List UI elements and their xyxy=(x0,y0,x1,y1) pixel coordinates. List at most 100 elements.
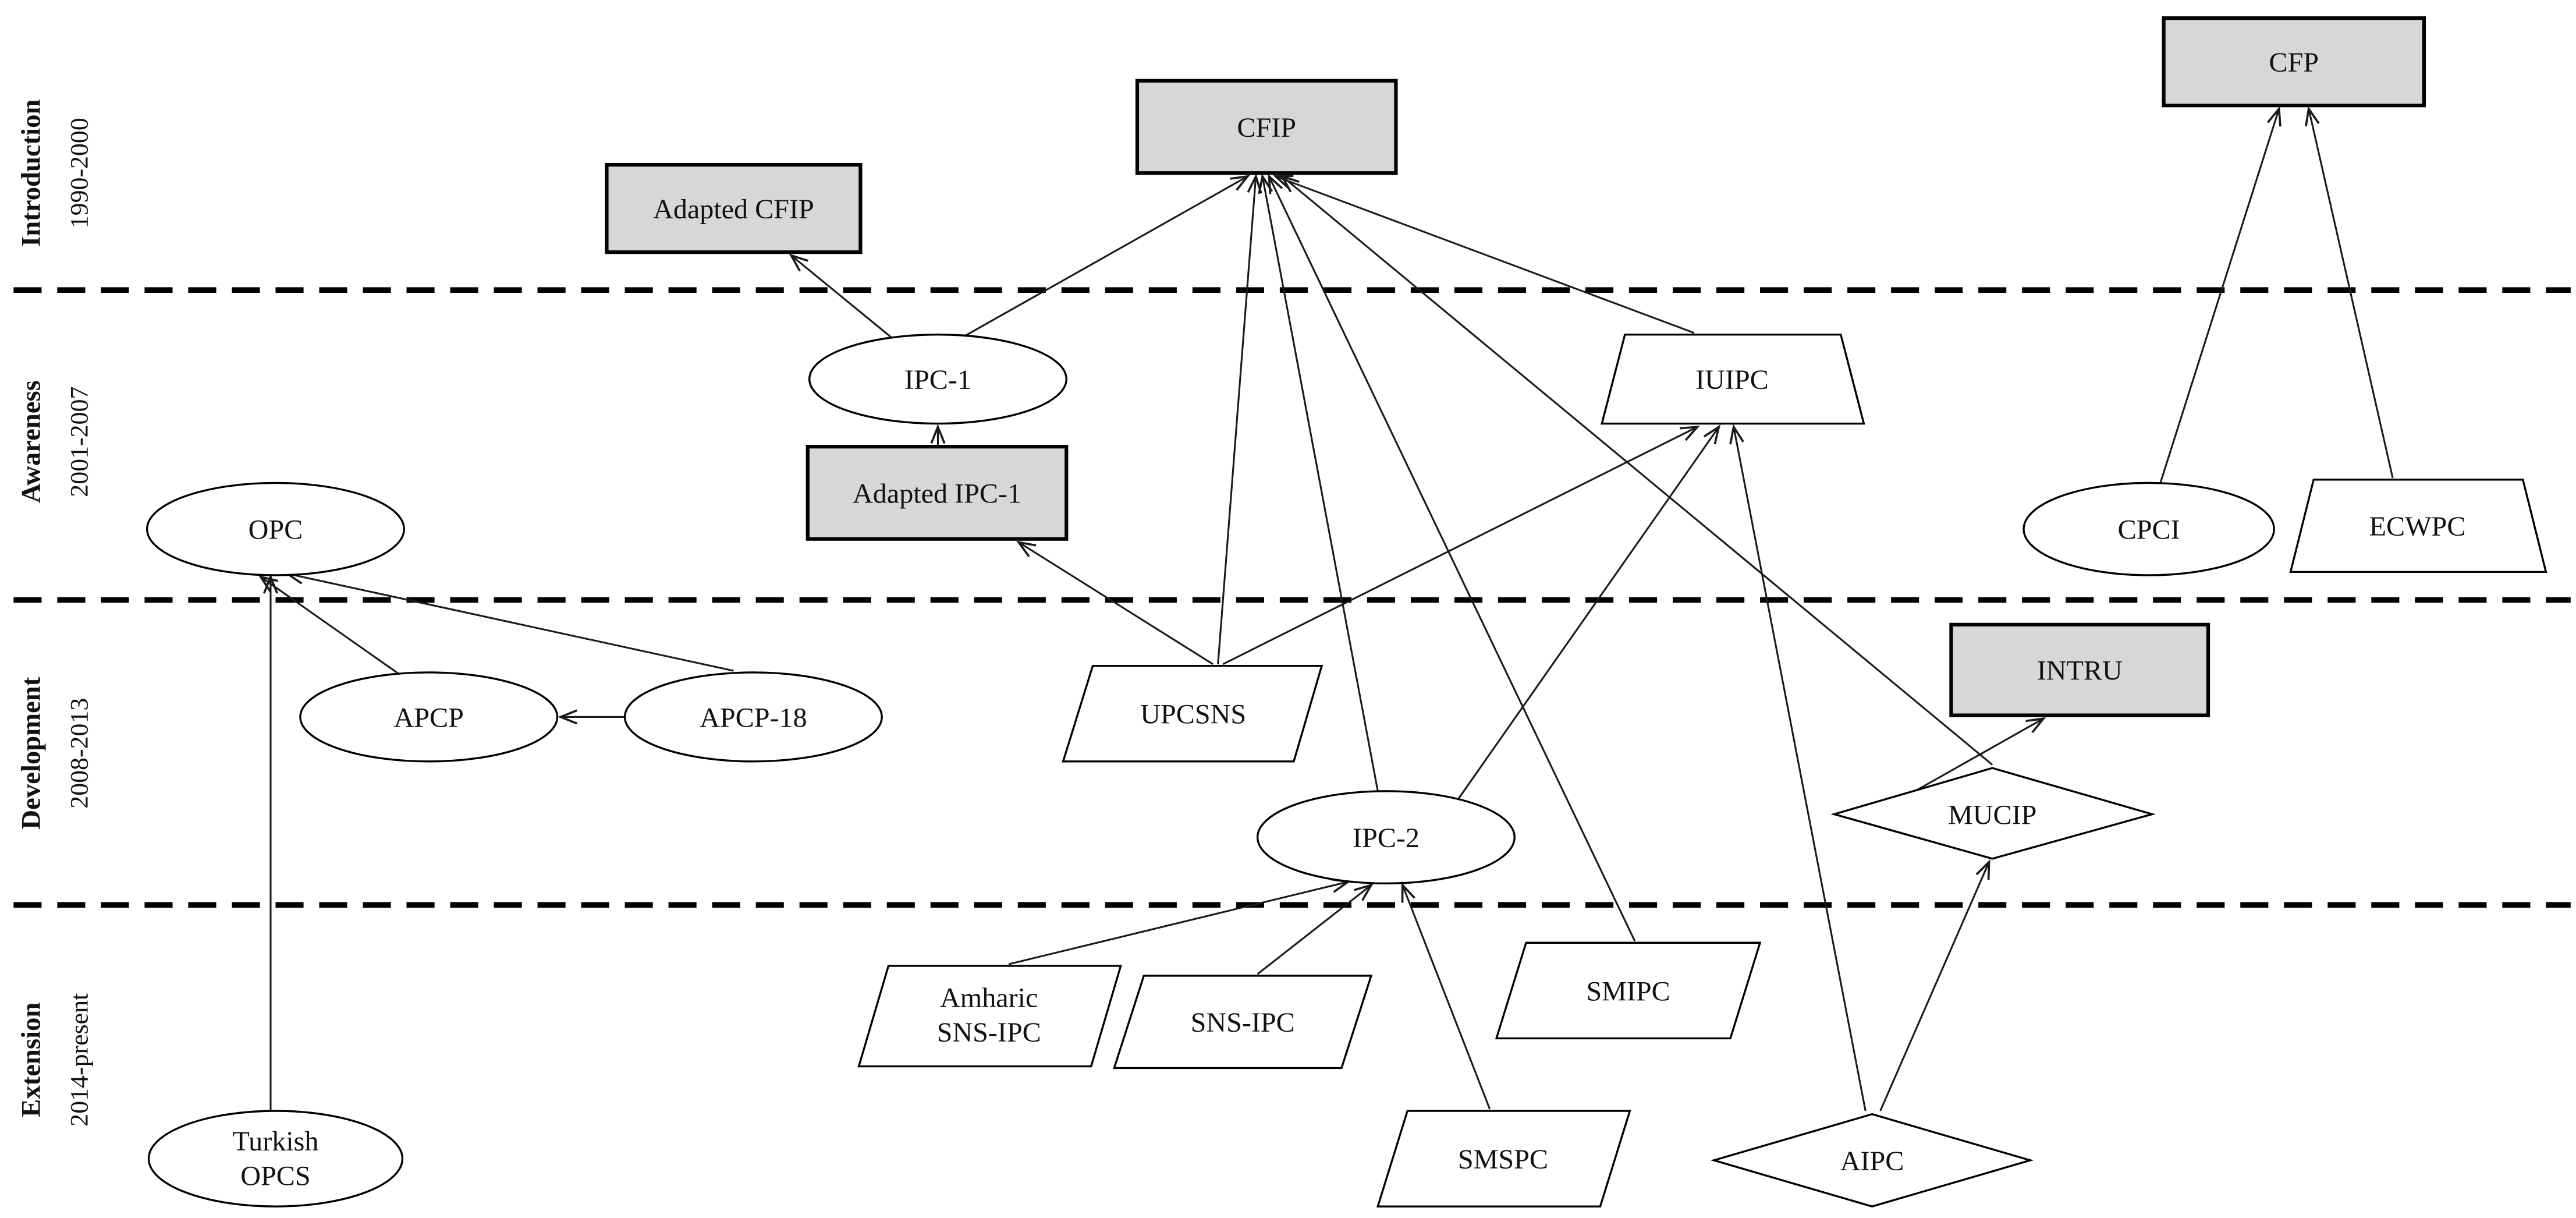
edge-smspc-to-ipc2 xyxy=(1403,885,1491,1110)
edge-aipc-to-iuipc xyxy=(1734,427,1867,1111)
node-label-upcsns: UPCSNS xyxy=(1140,699,1246,730)
node-label-ipc1: IPC-1 xyxy=(904,364,971,395)
phase-years: 2014-present xyxy=(66,993,94,1127)
node-shape-upcsns xyxy=(1062,664,1324,763)
node-label-opc: OPC xyxy=(249,515,303,546)
edge-upcsns-to-cfip xyxy=(1217,176,1256,664)
node-shape-aipc xyxy=(1710,1113,2034,1208)
node-sns-ipc: SNS-IPC xyxy=(1113,975,1373,1070)
node-label-smipc: SMIPC xyxy=(1586,976,1670,1007)
edge-amharic-sns-ipc-to-ipc2 xyxy=(1008,882,1348,965)
node-label-cfip: CFIP xyxy=(1237,112,1296,143)
node-smipc: SMIPC xyxy=(1495,941,1762,1040)
node-shape-mucip xyxy=(1830,767,2156,860)
edge-ipc2-to-iuipc xyxy=(1456,427,1719,802)
edge-smipc-to-cfip xyxy=(1269,176,1636,942)
edge-ipc1-to-adapted-cfip xyxy=(791,256,901,345)
edge-upcsns-to-iuipc xyxy=(1222,427,1697,665)
phase-years: 2008-2013 xyxy=(66,698,94,809)
phase-label-introduction: Introduction 1990-2000 xyxy=(16,100,94,247)
phase-label-extension: Extension 2014-present xyxy=(16,993,94,1127)
edge-ecwpc-to-cfp xyxy=(2309,109,2394,479)
phase-label-development: Development 2008-2013 xyxy=(16,677,94,829)
edge-ipc2-to-cfip xyxy=(1262,176,1379,792)
node-label-adapted-cfip: Adapted CFIP xyxy=(653,194,814,225)
edge-mucip-to-intru xyxy=(1914,718,2043,792)
edge-apcp-18-to-opc xyxy=(287,573,734,672)
edge-mucip-to-cfip xyxy=(1282,176,1993,766)
phase-years: 1990-2000 xyxy=(66,118,94,228)
node-shape-apcp-18 xyxy=(623,671,883,763)
edge-layer xyxy=(261,109,2394,1111)
node-shape-amharic-sns-ipc xyxy=(857,965,1122,1068)
node-intru: INTRU xyxy=(1949,622,2210,717)
node-apcp-18: APCP-18 xyxy=(623,671,883,763)
node-aipc: AIPC xyxy=(1710,1113,2034,1208)
node-shape-ecwpc xyxy=(2289,479,2547,573)
edge-cpci-to-cfp xyxy=(2159,109,2279,483)
phase-label-awareness: Awareness 2001-2007 xyxy=(16,380,94,503)
node-label-apcp: APCP xyxy=(394,702,464,733)
node-label-apcp-18: APCP-18 xyxy=(700,702,807,733)
node-shape-adapted-ipc1 xyxy=(806,445,1069,541)
node-cpci: CPCI xyxy=(2023,481,2275,576)
node-shape-ipc1 xyxy=(808,333,1067,425)
phase-name: Extension xyxy=(16,1003,47,1117)
node-apcp: APCP xyxy=(299,671,559,763)
node-shape-intru xyxy=(1949,622,2210,717)
node-shape-adapted-cfip xyxy=(605,162,863,254)
node-adapted-ipc1: Adapted IPC-1 xyxy=(806,445,1069,541)
node-smspc: SMSPC xyxy=(1376,1110,1631,1208)
divider-layer xyxy=(13,287,2571,908)
node-shape-opc xyxy=(146,481,405,576)
edge-ipc1-to-cfip xyxy=(963,176,1248,337)
node-label-cfp: CFP xyxy=(2269,47,2319,78)
edge-aipc-to-mucip xyxy=(1879,862,1989,1111)
node-ipc1: IPC-1 xyxy=(808,333,1067,425)
node-label-ipc2: IPC-2 xyxy=(1353,823,1420,854)
node-shape-smipc xyxy=(1495,941,1762,1040)
phase-name: Introduction xyxy=(16,100,47,247)
node-label-intru: INTRU xyxy=(2037,656,2123,686)
node-mucip: MUCIP xyxy=(1830,767,2156,860)
edge-sns-ipc-to-ipc2 xyxy=(1257,885,1371,975)
node-shape-cpci xyxy=(2023,481,2275,576)
node-shape-sns-ipc xyxy=(1113,975,1373,1070)
phase-name: Awareness xyxy=(16,380,47,503)
node-opc: OPC xyxy=(146,481,405,576)
node-label-iuipc: IUIPC xyxy=(1695,364,1769,395)
phase-years: 2001-2007 xyxy=(66,387,94,497)
node-label-mucip: MUCIP xyxy=(1948,799,2036,830)
edge-iuipc-to-cfip xyxy=(1276,176,1695,334)
node-ipc2: IPC-2 xyxy=(1256,790,1516,885)
node-shape-turkish-opcs xyxy=(147,1110,404,1208)
node-shape-ipc2 xyxy=(1256,790,1516,885)
node-label-adapted-ipc1: Adapted IPC-1 xyxy=(853,478,1021,509)
node-label-ecwpc: ECWPC xyxy=(2369,511,2466,542)
edge-apcp-to-opc xyxy=(261,577,400,675)
node-shape-iuipc xyxy=(1601,333,1865,425)
node-cfp: CFP xyxy=(2162,16,2426,108)
node-label-cpci: CPCI xyxy=(2118,515,2180,546)
node-adapted-cfip: Adapted CFIP xyxy=(605,162,863,254)
node-iuipc: IUIPC xyxy=(1601,333,1865,425)
node-shape-cfip xyxy=(1135,79,1398,175)
node-shape-apcp xyxy=(299,671,559,763)
node-label-aipc: AIPC xyxy=(1840,1146,1904,1177)
node-upcsns: UPCSNS xyxy=(1062,664,1324,763)
node-label-smspc: SMSPC xyxy=(1458,1144,1548,1175)
node-cfip: CFIP xyxy=(1135,79,1398,175)
node-shape-smspc xyxy=(1376,1110,1631,1208)
node-label-sns-ipc: SNS-IPC xyxy=(1191,1007,1295,1038)
node-shape-cfp xyxy=(2162,16,2426,108)
edge-upcsns-to-adapted-ipc1 xyxy=(1019,542,1214,665)
phase-name: Development xyxy=(16,677,47,829)
